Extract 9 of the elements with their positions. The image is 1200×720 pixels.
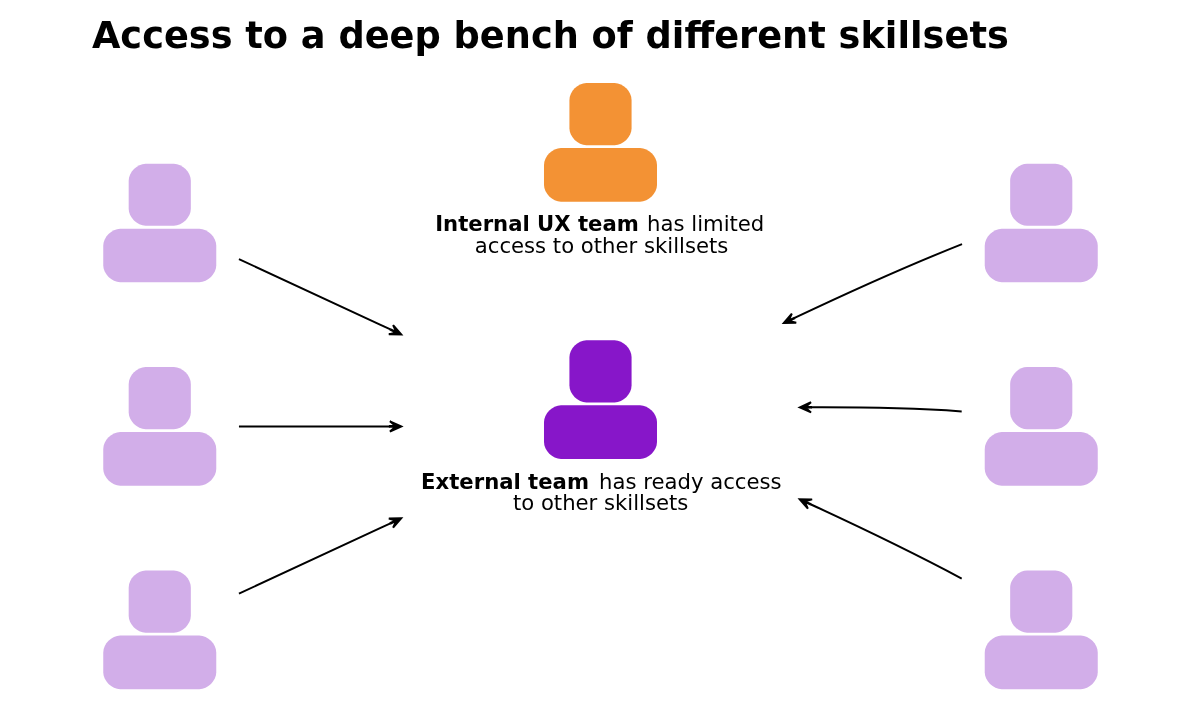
arrow	[237, 258, 402, 336]
arrow	[798, 498, 963, 580]
node-label: External team has ready access to other skillsets	[420, 468, 782, 515]
arrow	[237, 420, 402, 433]
diagram-title: Access to a deep bench of different skillsets	[91, 13, 1009, 57]
node-label: Internal UX team has limited access to other skillsets	[434, 211, 764, 258]
arrow	[782, 243, 963, 325]
arrow	[798, 401, 963, 414]
arrow	[237, 517, 402, 595]
